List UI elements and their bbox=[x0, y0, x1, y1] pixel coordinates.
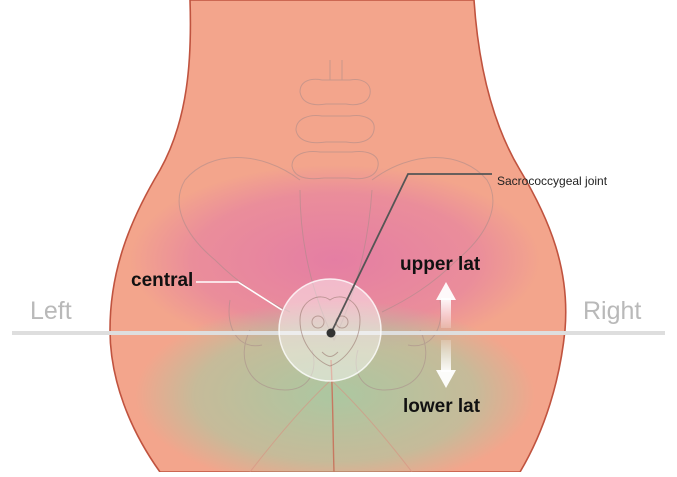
central-label: central bbox=[131, 270, 193, 292]
upper-lat-label: upper lat bbox=[400, 254, 480, 276]
lower-lat-label: lower lat bbox=[403, 396, 480, 418]
joint-point-icon bbox=[327, 329, 336, 338]
sacrococcygeal-joint-label: Sacrococcygeal joint bbox=[497, 174, 607, 188]
left-side-label: Left bbox=[30, 297, 72, 326]
right-side-label: Right bbox=[583, 297, 641, 326]
